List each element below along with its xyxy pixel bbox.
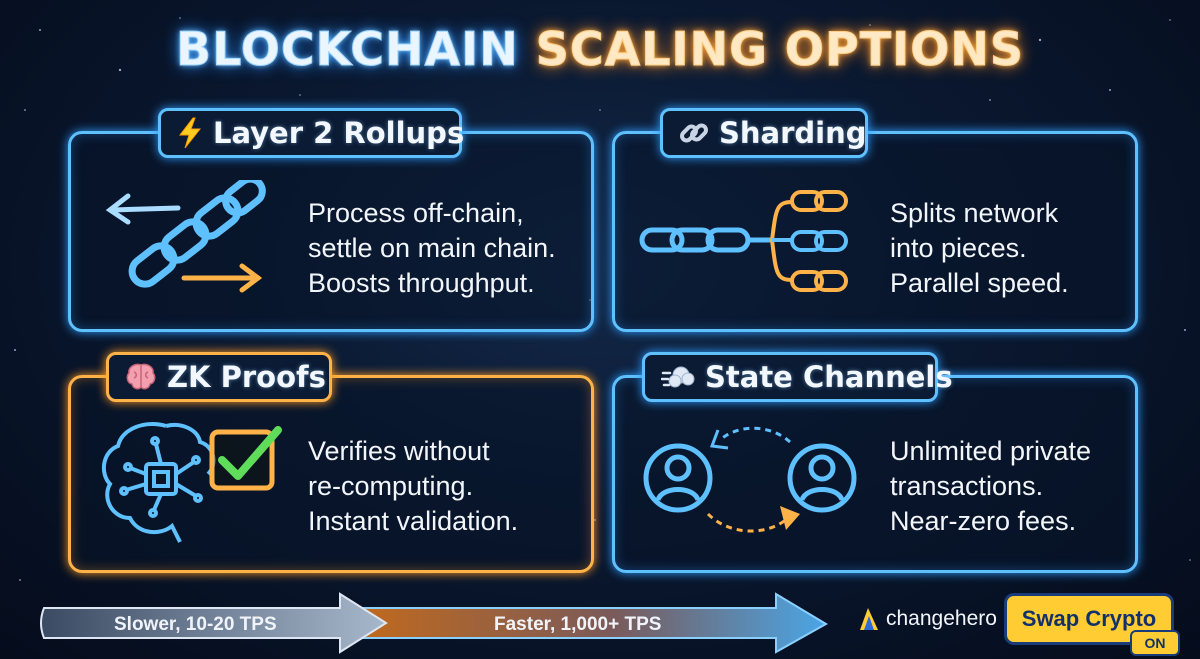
card-description-zk-proofs: Verifies without re-computing. Instant v… [308, 436, 519, 536]
changehero-mascot-icon [860, 608, 878, 630]
card-state-channels [612, 375, 1138, 573]
swap-on-badge: ON [1130, 630, 1180, 656]
title-part-scaling-options: SCALING OPTIONS [535, 22, 1024, 77]
sharding-chain-illustration [639, 190, 848, 292]
swap-crypto-button[interactable]: Swap Crypto [1004, 593, 1174, 645]
card-description-state-channels: Unlimited private transactions. Near-zer… [890, 436, 1092, 536]
speed-progress-arrow [40, 592, 828, 654]
brain-icon [126, 363, 156, 390]
card-title-state-channels: State Channels [642, 352, 953, 402]
card-layer2-rollups [68, 131, 594, 332]
title-part-blockchain: BLOCKCHAIN [176, 22, 519, 77]
card-title-zk-proofs: ZK Proofs [106, 352, 332, 402]
card-description-layer2-rollups: Process off-chain, settle on main chain.… [308, 198, 556, 298]
card-title-sharding: Sharding [660, 108, 868, 158]
state-channel-illustration [643, 426, 857, 533]
fast-speed-label: Faster, 1,000+ TPS [494, 614, 662, 635]
page-title: BLOCKCHAIN SCALING OPTIONS [0, 22, 1200, 77]
chain-arrows-illustration [105, 180, 266, 293]
card-description-sharding: Splits network into pieces. Parallel spe… [890, 198, 1069, 298]
card-sharding [612, 131, 1138, 332]
link-icon [680, 123, 708, 143]
lightning-icon [178, 117, 202, 149]
card-title-layer2-rollups: Layer 2 Rollups [158, 108, 464, 158]
brain-checkmark-illustration [101, 422, 282, 543]
dash-cloud-icon [661, 366, 695, 388]
changehero-logo: changehero [858, 606, 997, 632]
slow-speed-label: Slower, 10-20 TPS [114, 614, 277, 635]
